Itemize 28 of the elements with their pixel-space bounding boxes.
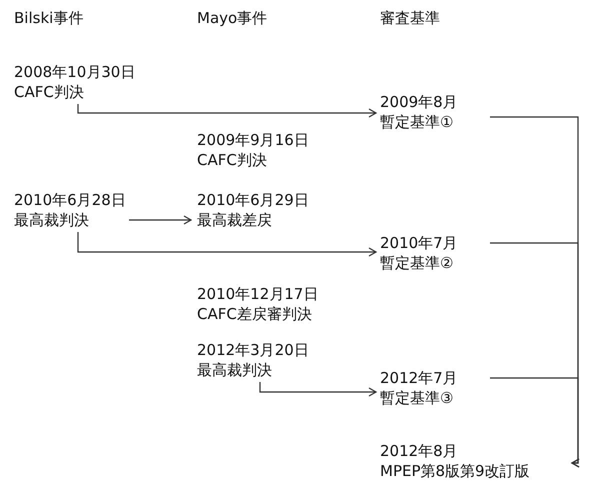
event-text: 暫定基準①: [380, 112, 454, 132]
event-text: 最高裁差戻: [197, 210, 273, 230]
date-text: 2010年7月: [380, 233, 459, 253]
column-header: Bilski事件: [14, 8, 84, 28]
event-text: CAFC判決: [14, 82, 85, 102]
event-text: 暫定基準②: [380, 253, 454, 273]
event-text: 暫定基準③: [380, 388, 454, 408]
event-text: 最高裁判決: [197, 360, 273, 380]
date-text: 2009年8月: [380, 92, 459, 112]
date-text: 2008年10月30日: [14, 62, 136, 82]
date-text: 2012年7月: [380, 368, 459, 388]
column-header: 審査基準: [380, 8, 440, 28]
event-text: CAFC判決: [197, 150, 268, 170]
arrow: [77, 232, 377, 257]
arrow: [77, 104, 377, 118]
date-text: 2010年6月28日: [14, 190, 127, 210]
date-text: 2009年9月16日: [197, 130, 310, 150]
event-text: CAFC差戻審判決: [197, 304, 313, 324]
event-text: MPEP第8版第9改訂版: [380, 461, 531, 481]
column-header: Mayo事件: [197, 8, 268, 28]
arrow: [490, 377, 580, 468]
event-text: 最高裁判決: [14, 210, 90, 230]
date-text: 2012年8月: [380, 441, 459, 461]
date-text: 2012年3月20日: [197, 340, 310, 360]
date-text: 2010年6月29日: [197, 190, 310, 210]
date-text: 2010年12月17日: [197, 284, 320, 304]
arrow: [129, 215, 192, 225]
arrow: [259, 382, 377, 397]
